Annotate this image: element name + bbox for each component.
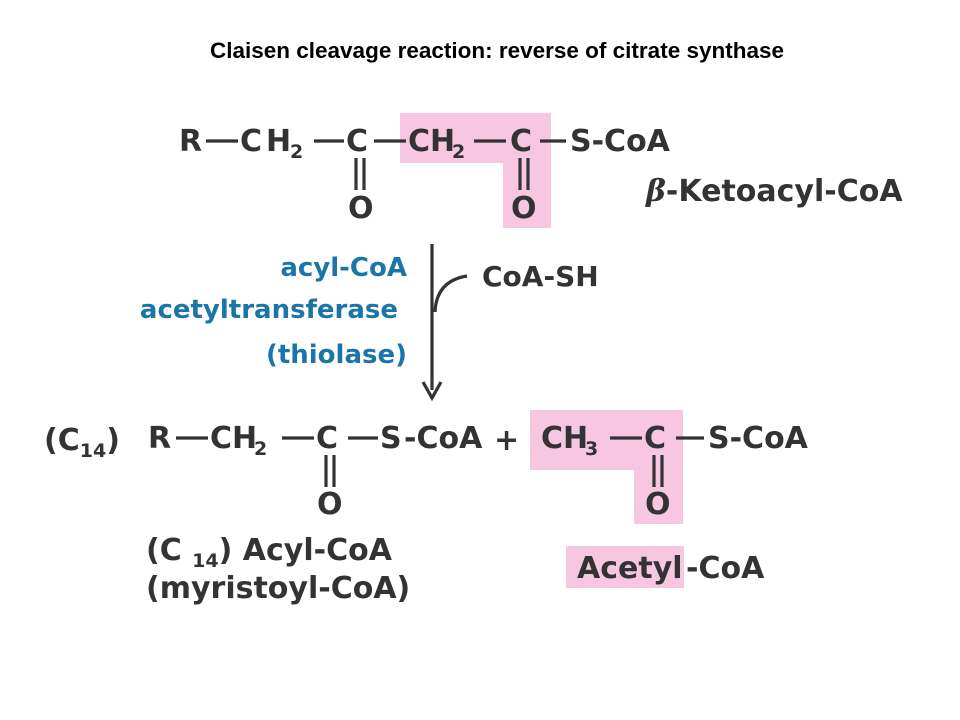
enzyme-line-2: acetyltransferase bbox=[140, 295, 398, 325]
beta-symbol: β bbox=[645, 174, 666, 209]
atom-c: C bbox=[240, 124, 262, 159]
acetyl-highlight-reactant bbox=[400, 113, 551, 228]
atom-c-thioester: C bbox=[510, 124, 532, 159]
atom-r: R bbox=[179, 124, 202, 159]
reactant-name: β-Ketoacyl-CoA bbox=[645, 174, 903, 209]
myristoyl-coa-name: (myristoyl-CoA) bbox=[146, 571, 410, 606]
atom-ch3: CH bbox=[541, 421, 588, 456]
subscript: 2 bbox=[254, 438, 267, 460]
acetyl-name: Acetyl bbox=[577, 551, 683, 586]
acetyl-name-highlight bbox=[566, 546, 684, 588]
acyl-coa-structure: (C14) R CH 2 C S -CoA O bbox=[44, 421, 483, 522]
subscript: 14 bbox=[80, 440, 106, 462]
acetyl-coa-suffix: -CoA bbox=[686, 551, 765, 586]
atom-c-thioester: C bbox=[644, 421, 666, 456]
atom-o: O bbox=[645, 487, 671, 522]
acetyl-highlight-product bbox=[530, 410, 683, 524]
reactant-name-text: -Ketoacyl-CoA bbox=[666, 174, 903, 209]
subscript: 3 bbox=[585, 438, 598, 460]
atom-coa: -CoA bbox=[404, 421, 483, 456]
acyl-coa-name: (C 14) Acyl-CoA bbox=[146, 533, 393, 572]
diagram-title: Claisen cleavage reaction: reverse of ci… bbox=[210, 38, 784, 63]
curved-arrow-branch bbox=[433, 274, 468, 313]
atom-ch2: CH bbox=[408, 124, 455, 159]
enzyme-line-3: (thiolase) bbox=[266, 340, 407, 370]
beta-ketoacyl-coa-structure: R C H 2 C CH 2 C S-CoA O O bbox=[179, 124, 671, 226]
atom-s-coa: S-CoA bbox=[570, 124, 671, 159]
subscript: 2 bbox=[290, 141, 303, 163]
plus-sign: + bbox=[494, 423, 519, 458]
reaction-arrow bbox=[421, 244, 468, 402]
atom-h: H bbox=[266, 124, 291, 159]
atom-r: R bbox=[148, 421, 171, 456]
atom-c-carbonyl: C bbox=[346, 124, 368, 159]
atom-ch2: CH bbox=[210, 421, 257, 456]
subscript: 14 bbox=[192, 550, 218, 572]
coa-sh-label: CoA-SH bbox=[482, 260, 599, 293]
atom-o: O bbox=[317, 487, 343, 522]
acetyl-coa-structure: CH 3 C S-CoA O bbox=[541, 421, 809, 522]
atom-s-coa: S-CoA bbox=[708, 421, 809, 456]
chain-length-label: (C14) bbox=[44, 423, 120, 462]
arrow-head bbox=[421, 381, 443, 402]
enzyme-line-1: acyl-CoA bbox=[280, 253, 407, 283]
atom-s: S bbox=[380, 421, 402, 456]
enzyme-label: acyl-CoA acetyltransferase (thiolase) bbox=[140, 253, 407, 370]
atom-o: O bbox=[348, 191, 374, 226]
subscript: 2 bbox=[452, 141, 465, 163]
atom-c-thioester: C bbox=[316, 421, 338, 456]
atom-o: O bbox=[511, 191, 537, 226]
